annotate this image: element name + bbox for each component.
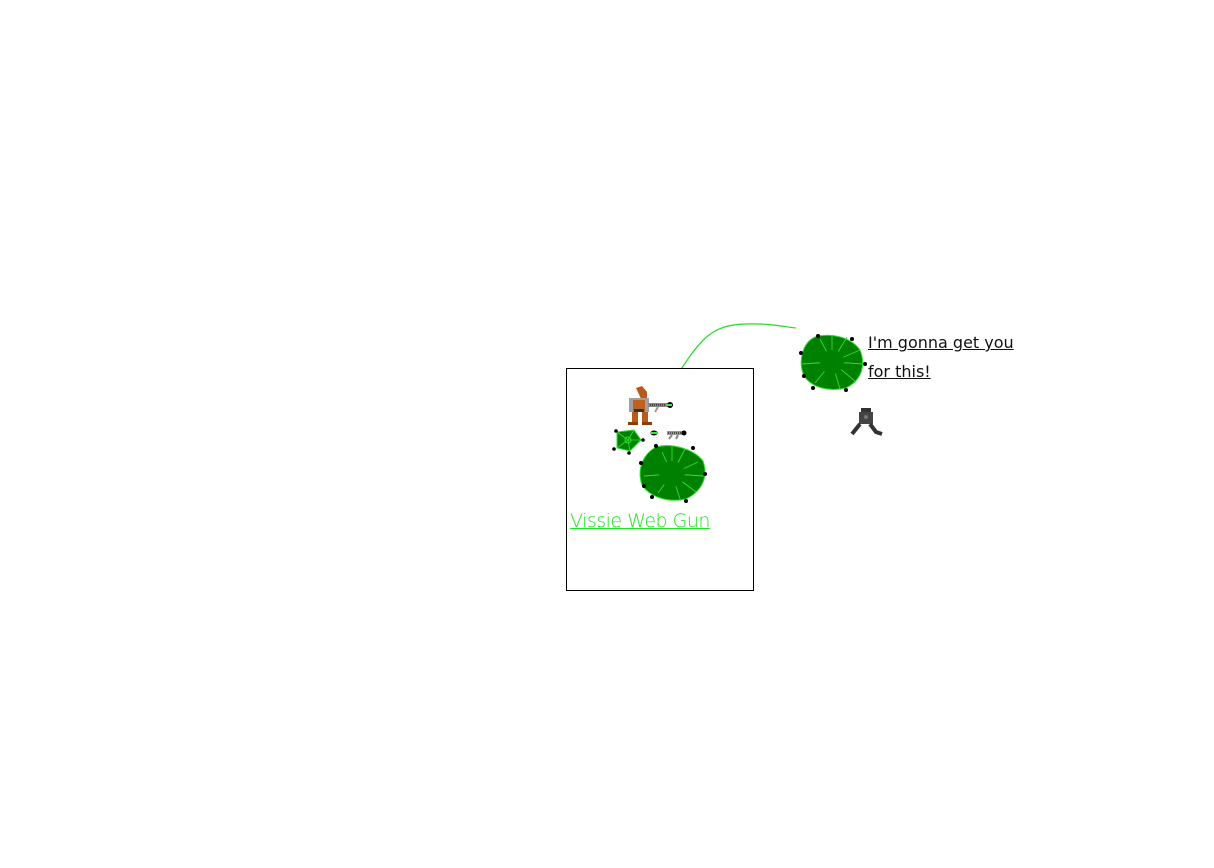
speech-line-1: I'm gonna get you <box>868 333 1014 352</box>
web-blob-large-icon <box>639 444 707 503</box>
web-projectile-icon <box>650 430 687 440</box>
weapon-name-caption: Vissie Web Gun <box>570 510 710 532</box>
web-blob-small-icon <box>612 429 645 455</box>
enemy-speech-text: I'm gonna get you for this! <box>868 328 1014 386</box>
dark-enemy-figure-icon <box>850 408 883 436</box>
speech-line-2: for this! <box>868 362 931 381</box>
web-blob-flying-icon <box>799 334 867 392</box>
vissie-soldier-icon <box>628 386 673 425</box>
web-trajectory-line <box>673 323 797 381</box>
